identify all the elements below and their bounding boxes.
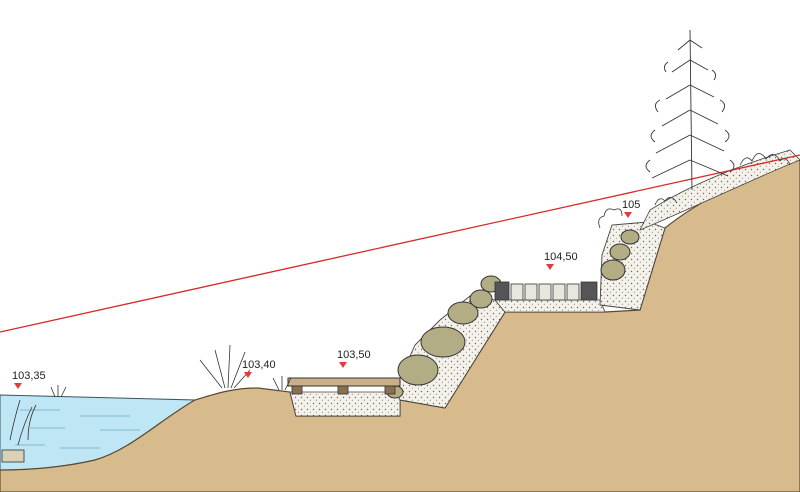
planter-basket [1,449,25,463]
reed-icon [1,344,292,463]
boulder [609,243,631,261]
elevation-label: 103,35 [12,370,46,382]
deck-gravel-bed [289,391,401,417]
boulder [600,259,626,281]
triangle-marker-icon [244,372,252,378]
boulder [447,301,479,325]
elevation-label: 105 [622,199,640,211]
elevation-label: 103,50 [337,349,371,361]
boulder [397,354,439,386]
elevation-markers: 103,35 103,40 103,50 104,50 105 [12,199,640,389]
boulder [420,326,466,358]
elevation-marker-terrace: 104,50 [544,251,578,270]
elevation-marker-deck: 103,50 [337,349,371,368]
tree-icon [645,29,735,191]
elevation-marker-top: 105 [622,199,640,218]
boulder [469,289,493,309]
boulder [620,229,640,245]
shrub-icon [598,153,791,229]
elevation-marker-water: 103,35 [12,370,46,389]
elevation-marker-bank: 103,40 [242,359,276,378]
terrace-paving [494,281,598,301]
water-ripples [15,409,140,449]
reference-line [0,154,800,333]
top-gravel [639,149,800,231]
terrace-gravel-bed [494,299,606,313]
triangle-marker-icon [624,212,632,218]
triangle-marker-icon [339,362,347,368]
triangle-marker-icon [14,383,22,389]
elevation-label: 104,50 [544,251,578,263]
boulders [386,229,640,399]
elevation-label: 103,40 [242,359,276,371]
timber-deck [287,377,401,395]
triangle-marker-icon [546,264,554,270]
